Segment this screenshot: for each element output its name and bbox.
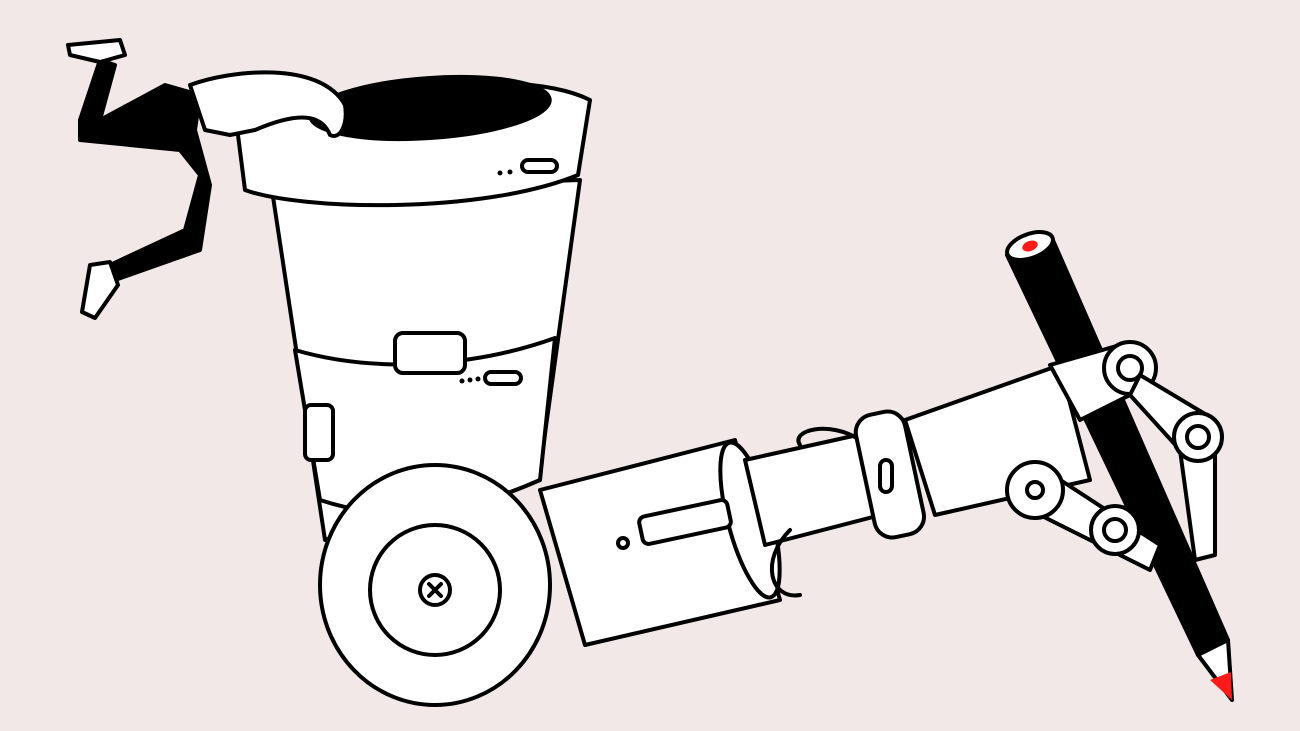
- pot-body: [270, 178, 582, 542]
- panel: [393, 331, 467, 375]
- label-plate: [637, 498, 733, 546]
- lower-arm: [538, 438, 782, 647]
- diving-person: [66, 38, 348, 320]
- wheel: [318, 463, 552, 707]
- robot-hand: [1005, 340, 1224, 572]
